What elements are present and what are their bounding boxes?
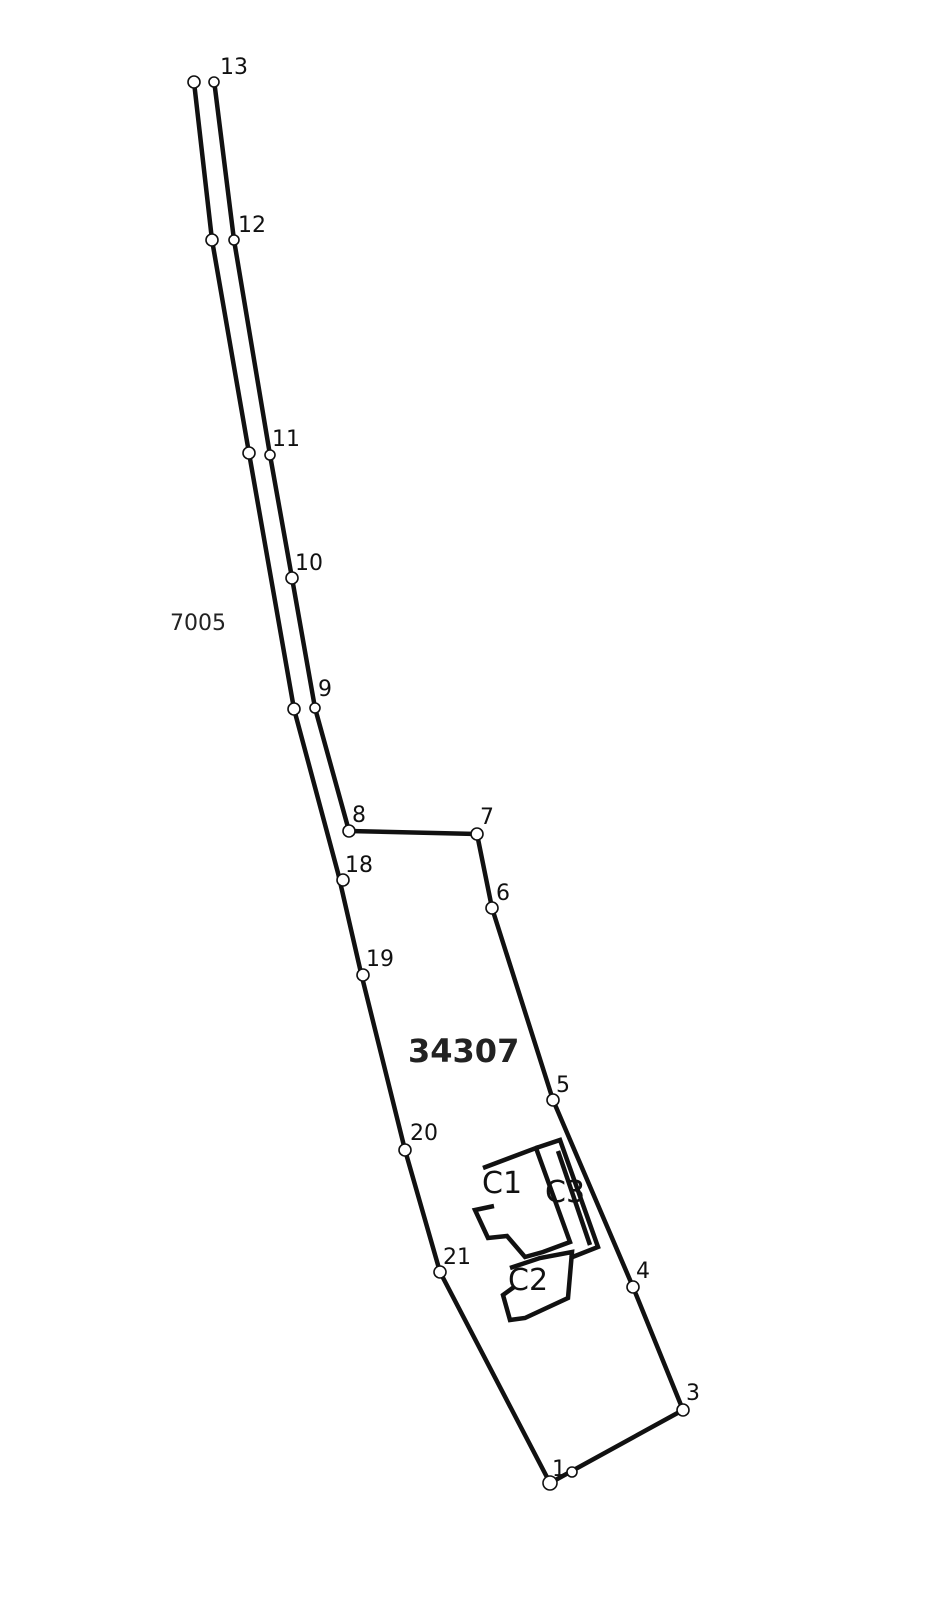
vertex-5 [546,1093,560,1107]
vertex-markers [187,75,690,1491]
building-c2-outline [500,1249,575,1323]
vertex-13a [187,75,201,89]
vertex-4 [626,1280,640,1294]
point-label-5: 5 [556,1073,570,1098]
point-label-8: 8 [352,803,366,828]
neighbor-parcel-label: 7005 [170,611,226,636]
point-label-20: 20 [410,1121,438,1146]
point-label-7: 7 [480,805,494,830]
vertex-8 [342,824,356,838]
point-label-13: 13 [220,55,248,80]
inner-strip-boundary [211,77,352,834]
vertex-6 [485,901,499,915]
vertex-9b [309,702,321,714]
point-label-4: 4 [636,1259,650,1284]
point-labels: 13 12 11 10 9 8 7 6 18 19 5 20 21 4 3 1 [220,55,700,1482]
building-labels: C1 C3 C2 [482,1166,585,1298]
vertex-12b [228,234,240,246]
vertex-7 [470,827,484,841]
vertex-1b [566,1466,578,1478]
point-label-1: 1 [552,1457,566,1482]
point-label-12: 12 [238,213,266,238]
building-c3-inner-wall [555,1150,593,1246]
vertex-19 [356,968,370,982]
vertex-10 [285,571,299,585]
vertex-13b [208,76,220,88]
point-label-10: 10 [295,551,323,576]
point-label-6: 6 [496,881,510,906]
building-label-c3: C3 [545,1175,585,1210]
right-boundary [474,831,686,1413]
point-label-21: 21 [443,1245,471,1270]
building-label-c2: C2 [508,1263,548,1298]
vertex-1 [542,1475,558,1491]
vertex-9a [287,702,301,716]
building-c3-outline [535,1137,601,1261]
vertex-3 [676,1403,690,1417]
vertex-20 [398,1143,412,1157]
buildings [471,1137,601,1323]
point-label-19: 19 [366,947,394,972]
point-label-9: 9 [318,677,332,702]
outer-left-boundary [191,79,553,1486]
parcel-number-label: 34307 [408,1032,519,1070]
point-label-11: 11 [272,427,300,452]
building-label-c1: C1 [482,1166,522,1201]
point-label-18: 18 [345,853,373,878]
vertex-11b [264,449,276,461]
point-label-3: 3 [686,1381,700,1406]
vertex-18 [336,873,350,887]
boundary-8-7 [346,828,480,837]
vertex-11a [242,446,256,460]
vertex-12a [205,233,219,247]
vertex-21 [433,1265,447,1279]
building-c1-outline [471,1145,573,1260]
